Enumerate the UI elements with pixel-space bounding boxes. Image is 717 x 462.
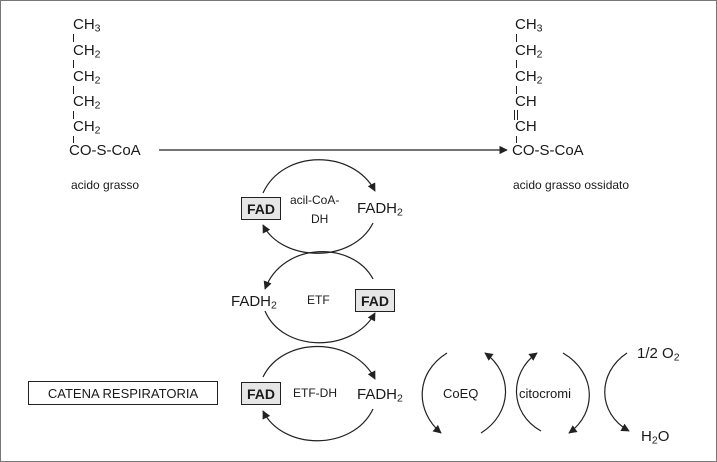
left-chain-terminal: CO-S-CoA (69, 142, 141, 159)
right-chain-caption: acido grasso ossidato (513, 178, 630, 192)
right-bond-3 (516, 86, 517, 94)
cycle1-bottom-arrow (262, 222, 374, 254)
cycle1-product: FADH2 (357, 200, 403, 219)
cycle3-fad-box: FAD (241, 382, 281, 405)
cycle2-bottom-arrow (264, 310, 376, 344)
right-chain-group-5: CH (515, 118, 537, 135)
cycle2-top-arrow (263, 251, 374, 290)
oxygen-arc (604, 352, 630, 432)
right-chain-group-2: CH2 (515, 42, 543, 61)
cyt-left-arc (515, 352, 542, 432)
left-bond-4 (73, 111, 74, 119)
left-chain-group-4: CH2 (73, 93, 101, 112)
right-bond-2 (516, 60, 517, 68)
left-chain-group-2: CH2 (73, 42, 101, 61)
cycle2-enzyme: ETF (307, 293, 330, 307)
left-chain-caption: acido grasso (71, 178, 140, 192)
cycle3-bottom-arrow (262, 408, 374, 442)
left-bond-2 (73, 60, 74, 68)
cycle1-top-arrow (262, 159, 376, 194)
cycle3-product: FADH2 (357, 386, 403, 405)
coeq-left-arc (421, 352, 448, 434)
right-chain-group-3: CH2 (515, 68, 543, 87)
cycle1-fad-box: FAD (241, 197, 281, 220)
cyt-right-arc (562, 352, 590, 434)
left-bond-3 (73, 86, 74, 94)
right-chain-group-1: CH3 (515, 16, 543, 35)
right-bond-5 (516, 136, 517, 143)
cytochromes-label: citocromi (519, 386, 572, 401)
cycle1-enzyme-line2: DH (311, 212, 329, 226)
left-bond-1 (73, 34, 74, 42)
respiratory-chain-box: CATENA RESPIRATORIA (28, 381, 218, 405)
left-chain-group-3: CH2 (73, 68, 101, 87)
right-double-bond (514, 110, 518, 120)
left-chain-group-1: CH3 (73, 16, 101, 35)
coeq-label: CoEQ (443, 386, 479, 401)
cycle3-top-arrow (262, 346, 376, 380)
cycle2-reactant: FADH2 (231, 293, 277, 312)
left-chain-group-5: CH2 (73, 118, 101, 137)
cycle2-fad-box: FAD (355, 289, 395, 312)
oxygen-label: 1/2 O2 (637, 345, 680, 364)
left-bond-5 (73, 136, 74, 143)
cycle1-enzyme-line1: acil-CoA- (290, 193, 340, 207)
cycle3-enzyme: ETF-DH (293, 386, 337, 400)
water-label: H2O (641, 428, 670, 447)
coeq-right-arc (480, 352, 507, 434)
right-chain-group-4: CH (515, 93, 537, 110)
right-bond-1 (516, 34, 517, 42)
right-chain-terminal: CO-S-CoA (512, 142, 584, 159)
